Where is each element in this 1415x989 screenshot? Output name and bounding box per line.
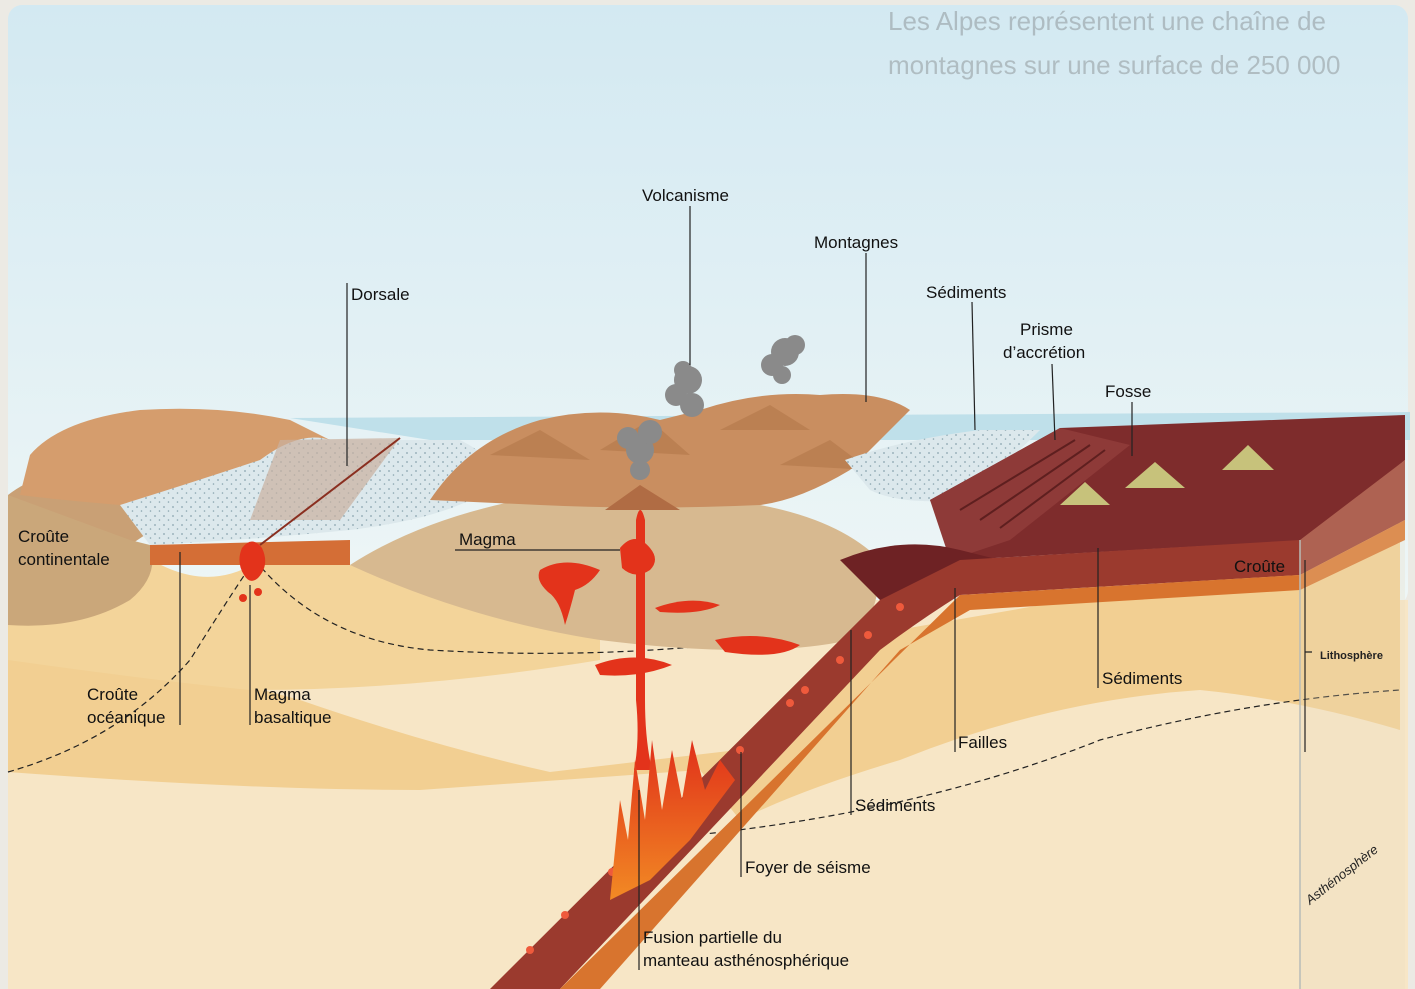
label-sediments-right: Sédiments — [1102, 669, 1182, 688]
ghost-text-2: montagnes sur une surface de 250 000 — [888, 50, 1340, 80]
label-sediments-top: Sédiments — [926, 283, 1006, 302]
magma-droplet — [239, 594, 247, 602]
label-croute-oceanique-line1: Croûte — [87, 685, 138, 704]
label-volcanisme: Volcanisme — [642, 186, 729, 205]
label-lithosphere: Lithosphère — [1320, 650, 1383, 662]
label-croute-continentale-line2: continentale — [18, 550, 110, 569]
label-fusion-line2: manteau asthénosphérique — [643, 951, 849, 970]
label-magma: Magma — [459, 530, 516, 549]
label-dorsale: Dorsale — [351, 285, 410, 304]
label-montagnes: Montagnes — [814, 233, 898, 252]
label-prisme-line2: d’accrétion — [1003, 343, 1085, 362]
label-failles: Failles — [958, 733, 1007, 752]
ghost-text-1: Les Alpes représentent une chaîne de — [888, 6, 1326, 36]
label-prisme-line1: Prisme — [1020, 320, 1073, 339]
magma-droplet — [254, 588, 262, 596]
label-magma-basaltique-line2: basaltique — [254, 708, 332, 727]
label-foyer-seisme: Foyer de séisme — [745, 858, 871, 877]
label-fosse: Fosse — [1105, 382, 1151, 401]
label-croute: Croûte — [1234, 557, 1285, 576]
label-fusion-line1: Fusion partielle du — [643, 928, 782, 947]
label-croute-oceanique-line2: océanique — [87, 708, 165, 727]
label-magma-basaltique-line1: Magma — [254, 685, 311, 704]
label-croute-continentale-line1: Croûte — [18, 527, 69, 546]
label-sediments-mid: Sédiments — [855, 796, 935, 815]
